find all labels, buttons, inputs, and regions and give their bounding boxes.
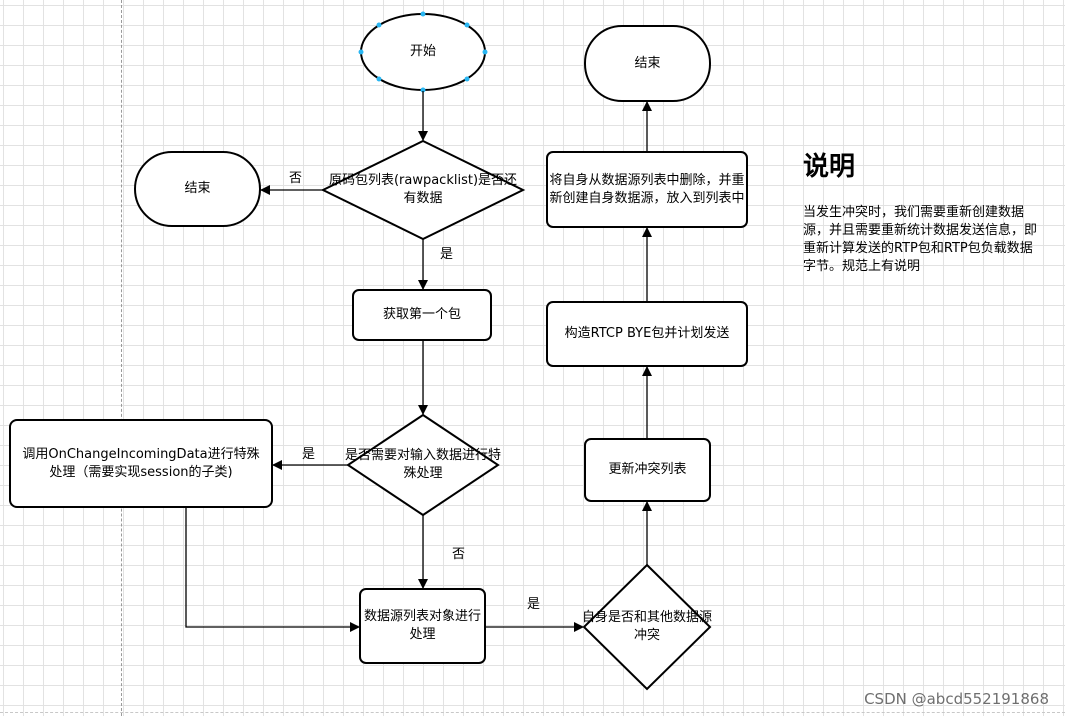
- get-first-packet-node: 获取第一个包: [353, 290, 491, 340]
- decision-conflict-label: 自身是否和其他数据源冲突: [582, 610, 713, 643]
- decision-has-data-node: 原码包列表(rawpacklist)是否还有数据: [323, 166, 523, 214]
- update-conflict-list-node: 更新冲突列表: [585, 439, 710, 501]
- watermark: CSDN @abcd552191868: [864, 690, 1049, 708]
- start-node: 开始: [361, 14, 485, 90]
- selection-handles: [358, 11, 488, 93]
- edge-label-yes-2: 是: [302, 447, 316, 462]
- call-handler-node: 调用OnChangeIncomingData进行特殊处理（需要实现session…: [12, 420, 270, 507]
- start-label: 开始: [409, 44, 436, 59]
- get-first-packet-shape[interactable]: [352, 289, 492, 341]
- decision-has-data-label: 原码包列表(rawpacklist)是否还有数据: [328, 173, 518, 206]
- explanation-body: 当发生冲突时，我们需要重新创建数据源，并且需要重新统计数据发送信息，即重新计算发…: [803, 205, 1038, 274]
- page-boundary-line: [121, 0, 122, 716]
- edge-label-yes-1: 是: [440, 247, 454, 262]
- call-handler-label: 调用OnChangeIncomingData进行特殊处理（需要实现session…: [22, 446, 260, 480]
- get-first-packet-label: 获取第一个包: [382, 307, 461, 322]
- decision-conflict-shape[interactable]: [582, 563, 712, 691]
- process-source-shape[interactable]: [359, 588, 486, 664]
- end-left-label: 结束: [184, 181, 211, 196]
- edge-label-no-1: 否: [289, 171, 303, 186]
- decision-special-node: 是否需要对输入数据进行特殊处理: [343, 440, 503, 490]
- explanation-title: 说明: [803, 152, 856, 182]
- end-top-node: 结束: [585, 26, 710, 101]
- process-source-node: 数据源列表对象进行处理: [360, 589, 485, 663]
- update-conflict-list-label: 更新冲突列表: [608, 462, 687, 477]
- edge-label-yes-3: 是: [527, 597, 541, 612]
- decision-conflict-node: 自身是否和其他数据源冲突: [582, 602, 712, 652]
- build-rtcp-bye-node: 构造RTCP BYE包并计划发送: [547, 302, 747, 366]
- build-rtcp-bye-label: 构造RTCP BYE包并计划发送: [564, 326, 730, 341]
- end-top-label: 结束: [634, 55, 661, 71]
- end-left-node: 结束: [135, 152, 260, 226]
- remove-recreate-label: 将自身从数据源列表中删除，并重新创建自身数据源，放入到列表中: [549, 172, 745, 206]
- remove-recreate-node: 将自身从数据源列表中删除，并重新创建自身数据源，放入到列表中: [549, 152, 745, 227]
- edge-handler-to-process: [185, 507, 360, 632]
- page-boundary-line-bottom: [0, 712, 1065, 713]
- edge-label-no-2: 否: [452, 547, 466, 562]
- decision-special-label: 是否需要对输入数据进行特殊处理: [344, 448, 501, 481]
- process-source-label: 数据源列表对象进行处理: [363, 609, 481, 642]
